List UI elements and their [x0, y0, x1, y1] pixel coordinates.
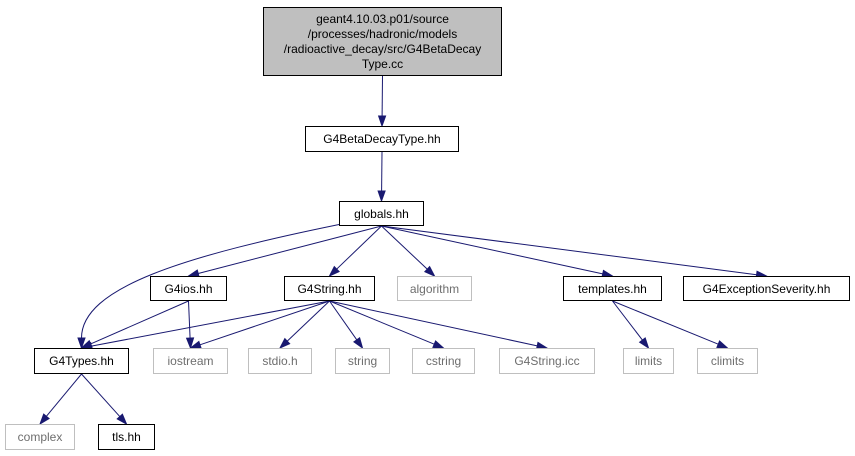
edge-globals-to-g4types: [77, 221, 352, 350]
edge-g4string-to-stdio: [278, 300, 330, 350]
edge-templates-to-climits: [612, 300, 729, 349]
edge-arrowhead: [377, 190, 386, 203]
edge-arrowhead: [278, 337, 291, 350]
node-g4betadecaytype-cc: geant4.10.03.p01/source /processes/hadro…: [263, 7, 502, 76]
edge-globals-to-algorithm: [381, 225, 436, 278]
edge-arrowhead: [432, 340, 445, 349]
edge-arrowhead: [423, 265, 436, 278]
edge-g4types-to-tls: [81, 373, 128, 426]
node-g4exceptionseverity-hh[interactable]: G4ExceptionSeverity.hh: [683, 276, 850, 301]
node-g4betadecaytype-hh[interactable]: G4BetaDecayType.hh: [305, 126, 459, 152]
edge-g4string-to-cstring: [329, 300, 445, 349]
node-globals-hh[interactable]: globals.hh: [339, 201, 424, 226]
node-g4string-icc: G4String.icc: [499, 348, 595, 374]
edge-arrowhead: [638, 337, 650, 350]
edge-templates-to-limits: [612, 300, 650, 350]
node-algorithm: algorithm: [397, 276, 472, 301]
edge-g4string-to-g4types: [80, 300, 330, 351]
edge-g4string-to-iostream: [189, 300, 330, 349]
edge-betadecay-to-globals: [377, 151, 386, 203]
node-iostream: iostream: [153, 348, 228, 374]
edge-arrowhead: [716, 340, 729, 349]
edge-globals-to-templates: [381, 225, 614, 278]
node-tls-hh[interactable]: tls.hh: [98, 424, 155, 450]
node-climits: climits: [697, 348, 758, 374]
edge-arrowhead: [116, 413, 128, 426]
node-stdio-h: stdio.h: [248, 348, 312, 374]
node-templates-hh[interactable]: templates.hh: [563, 276, 662, 301]
node-g4string-hh[interactable]: G4String.hh: [284, 276, 375, 301]
edge-g4ios-to-g4types: [80, 300, 189, 349]
node-complex: complex: [5, 424, 75, 450]
edge-globals-to-g4ios: [187, 225, 382, 278]
edge-g4ios-to-iostream: [185, 300, 195, 350]
edge-arrowhead: [39, 413, 50, 426]
edge-arrowhead: [353, 336, 364, 350]
edge-arrowhead: [77, 337, 86, 350]
node-g4types-hh[interactable]: G4Types.hh: [34, 348, 129, 374]
edge-g4string-to-g4stringicc: [329, 300, 549, 350]
edge-root-to-betadecay: [377, 75, 387, 128]
node-cstring: cstring: [412, 348, 475, 374]
node-string: string: [335, 348, 390, 374]
edge-g4types-to-complex: [39, 373, 82, 426]
edge-arrowhead: [328, 265, 340, 278]
edge-arrowhead: [377, 115, 387, 128]
edge-arrowhead: [185, 337, 195, 350]
edge-globals-to-exception: [381, 225, 769, 279]
edge-g4string-to-string: [329, 300, 364, 350]
node-limits: limits: [623, 348, 674, 374]
edge-globals-to-g4string: [328, 225, 382, 278]
node-g4ios-hh[interactable]: G4ios.hh: [150, 276, 227, 301]
